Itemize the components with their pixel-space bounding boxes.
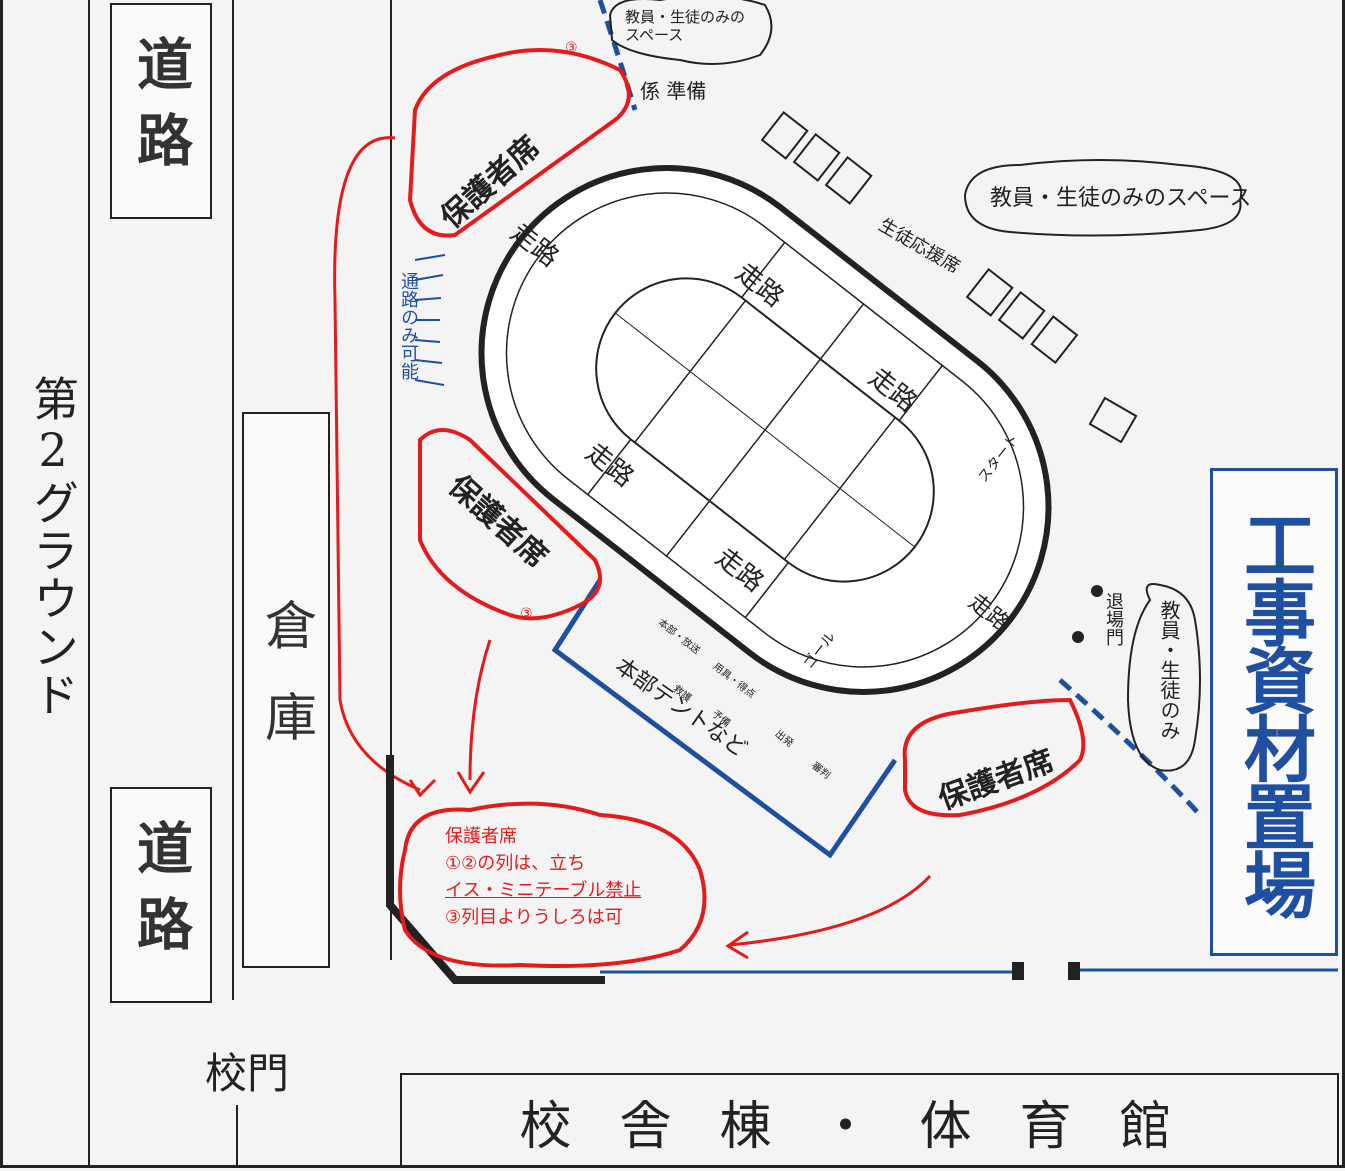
school-gate-label: 校門 <box>205 1049 290 1098</box>
blue-dashed-boundary <box>597 0 638 111</box>
guardian-note: 保護者席 ①②の列は、立ち イス・ミニテーブル禁止 ③列目よりうしろは可 <box>445 823 685 931</box>
passage-hatch <box>414 254 446 386</box>
school-building-box: 校舎棟・体育館 <box>400 1073 1339 1167</box>
blue-dashed-boundary <box>1058 678 1202 817</box>
staff-space-cloud <box>1126 583 1201 772</box>
staff-space-cloud <box>608 0 773 65</box>
hq-tent-area <box>551 578 898 859</box>
red-arrow <box>725 930 749 960</box>
gate-post <box>1068 962 1080 980</box>
road-top-label: 道路 <box>110 3 212 219</box>
red-arrow <box>333 136 421 792</box>
warehouse-label: 倉庫 <box>242 412 330 968</box>
red-arrow <box>408 778 437 798</box>
second-ground-area <box>8 0 90 1165</box>
note-title: 保護者席 <box>445 826 517 847</box>
lane-divider <box>587 438 632 495</box>
note-line: ①②の列は、立ち <box>445 853 586 874</box>
road-edge-line <box>232 0 234 1000</box>
student-seat-row-1 <box>760 110 873 205</box>
construction-yard-label: 工事資材置場 <box>1231 508 1316 916</box>
student-seat-row-2 <box>965 267 1079 365</box>
red-arrow <box>456 771 486 795</box>
guardian-seat-number: ③ <box>520 606 533 622</box>
gate-post <box>1012 962 1024 980</box>
small-tent <box>1088 396 1138 444</box>
road-edge-line <box>236 1105 238 1165</box>
note-cloud <box>398 801 707 968</box>
prep-label: 係 準備 <box>640 79 707 103</box>
second-ground-label: 第2グラウンド <box>26 375 80 719</box>
guardian-seat-area-3 <box>902 697 1086 818</box>
red-arrow <box>468 639 492 781</box>
road-bottom-label: 道路 <box>110 787 212 1003</box>
player-exit-label: 退場門 <box>1103 592 1124 646</box>
guardian-seat-number: ③ <box>565 40 578 56</box>
school-building-label: 校舎棟・体育館 <box>519 1096 1220 1157</box>
exit-marker <box>1091 585 1103 597</box>
lane-divider <box>898 365 943 422</box>
staff-space-label: 教員・生徒のみのスペース <box>990 186 1252 211</box>
guardian-seat-area-2 <box>418 428 602 621</box>
staff-space-label: 教員・生徒のみのスペース <box>625 8 746 44</box>
corner-wall <box>386 755 605 984</box>
construction-yard-box: 工事資材置場 <box>1210 468 1338 956</box>
passage-only-label: 通路のみ可能 <box>398 272 419 380</box>
note-line: イス・ミニテーブル禁止 <box>445 880 642 901</box>
boundary-line <box>390 0 392 960</box>
staff-space-cloud <box>963 159 1243 237</box>
infield-line <box>614 312 916 548</box>
guardian-seat-area-1 <box>407 48 631 238</box>
exit-marker <box>1072 631 1084 643</box>
red-arrow <box>729 874 932 947</box>
note-line: ③列目よりうしろは可 <box>445 907 623 928</box>
lane-divider <box>741 241 786 298</box>
lane-divider <box>744 562 789 619</box>
staff-space-label: 教員・生徒のみ <box>1157 600 1181 740</box>
